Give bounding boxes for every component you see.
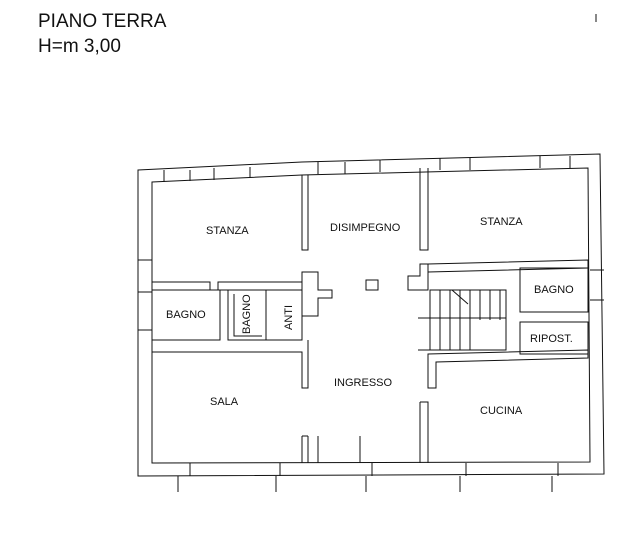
central-pillar [301,271,333,317]
room-label-sala: SALA [210,396,239,408]
ground-ticks [177,476,553,492]
room-label-ripost: RIPOST. [530,333,573,345]
stair-arrow [451,289,469,305]
stanza-left-bottom-wall [152,281,211,291]
stair-side [418,317,431,351]
disimpegno-right-wall [419,168,429,251]
outer-wall-inner [151,167,591,464]
top-window-right [439,156,571,170]
top-window-center [317,160,381,174]
stanza-right-bottom-wall [427,259,589,273]
entrance-jambs [317,436,361,463]
top-window-left [163,167,251,182]
room-label-cucina: CUCINA [480,405,523,417]
room-label-bagno-mid: BAGNO [241,294,253,334]
staircase-outline [429,289,507,351]
sala-top-wall [152,340,309,389]
left-window-marks [138,259,152,331]
right-window-marks [590,269,604,301]
bagno-left-box [151,289,221,341]
central-wall-a [217,281,303,291]
column-small [365,279,379,291]
outer-wall-outer [137,153,605,477]
plan-title: PIANO TERRA [38,11,167,32]
cucina-left-wall [419,401,429,463]
room-label-disimpegno: DISIMPEGNO [330,222,401,234]
bagno-anti-box [227,290,303,341]
stanza-left-right-wall [301,175,309,251]
room-label-bagno-right: BAGNO [534,284,574,296]
sala-right-wall-lower [301,436,309,463]
room-label-bagno-left: BAGNO [166,309,206,321]
room-label-anti: ANTI [283,305,295,330]
room-label-stanza-right: STANZA [480,216,523,228]
bagno-right-box [519,267,589,313]
ceiling-height-note: H=m 3,00 [38,36,121,57]
ripost-box [519,321,589,355]
stair-treads [439,290,501,350]
central-wall-b [407,263,429,291]
bagno-mid-inner [233,294,262,337]
cucina-top-wall [427,349,589,389]
bottom-window-marks [189,463,559,476]
room-label-ingresso: INGRESSO [334,377,393,389]
room-label-stanza-left: STANZA [206,225,249,237]
